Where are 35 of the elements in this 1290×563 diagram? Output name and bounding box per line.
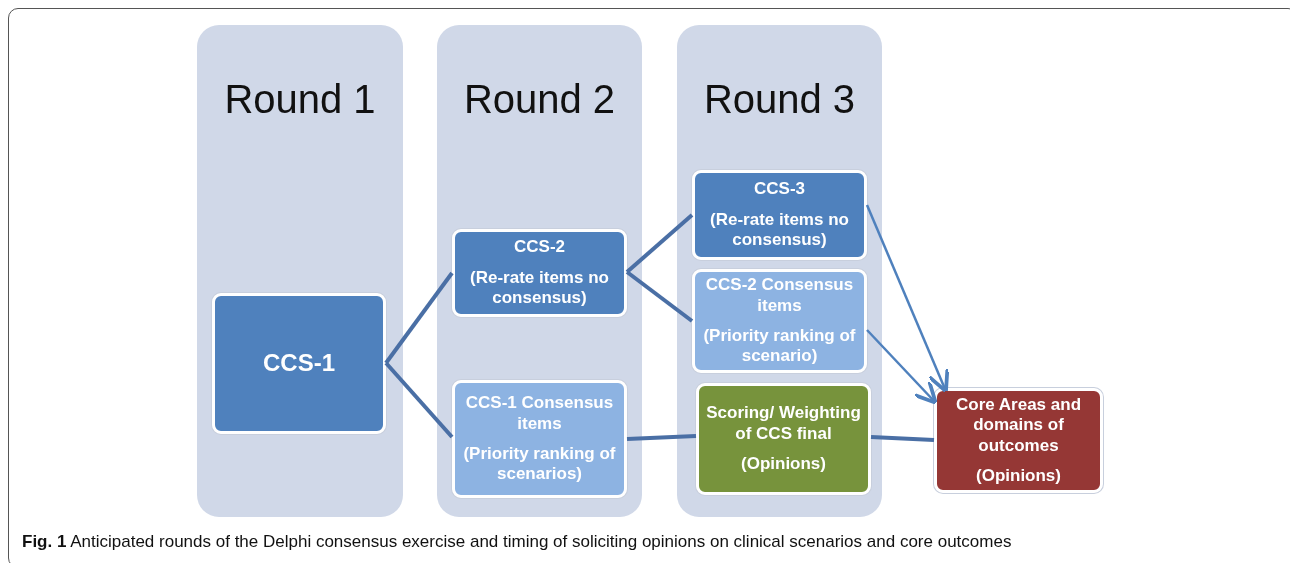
box-note: (Priority ranking of scenario): [702, 326, 857, 367]
round-heading: Round 2: [462, 77, 617, 122]
arrow: [865, 204, 950, 394]
box-title: Scoring/ Weighting of CCS final: [705, 403, 862, 445]
round-column: [437, 25, 642, 517]
process-box: [452, 380, 627, 498]
process-box: [696, 383, 871, 495]
box-title: CCS-2: [513, 237, 566, 258]
connector-line: [625, 270, 694, 323]
round-heading: Round 3: [702, 77, 857, 122]
process-box: [212, 293, 386, 434]
process-box: [934, 388, 1103, 493]
round-column: [197, 25, 403, 517]
box-note: (Priority ranking of scenarios): [462, 444, 617, 485]
process-box: [692, 170, 867, 260]
process-box: [692, 269, 867, 373]
box-title: Core Areas and domains of outcomes: [955, 394, 1082, 456]
box-note: (Re-rate items no consensus): [709, 209, 850, 251]
round-column: [677, 25, 882, 517]
connector-line: [625, 213, 694, 274]
box-note: (Opinions): [975, 465, 1062, 487]
box-title: CCS-1 Consensus items: [464, 393, 615, 434]
figure-caption: Fig. 1 Anticipated rounds of the Delphi consensus exercise and timing of soliciting opinions on clinical scenarios and core outcomes: [22, 532, 1012, 552]
box-title: CCS-3: [753, 179, 806, 200]
arrow: [866, 329, 938, 405]
round-heading: Round 1: [223, 77, 377, 122]
box-title: CCS-2 Consensus items: [704, 275, 855, 316]
connector-line: [384, 361, 454, 439]
box-note: (Re-rate items no consensus): [469, 267, 610, 309]
connector-line: [384, 271, 454, 365]
box-note: (Opinions): [740, 454, 827, 475]
box-title: CCS-1: [262, 349, 336, 378]
connector-line: [870, 435, 935, 442]
connector-line: [626, 434, 697, 441]
process-box: [452, 229, 627, 317]
